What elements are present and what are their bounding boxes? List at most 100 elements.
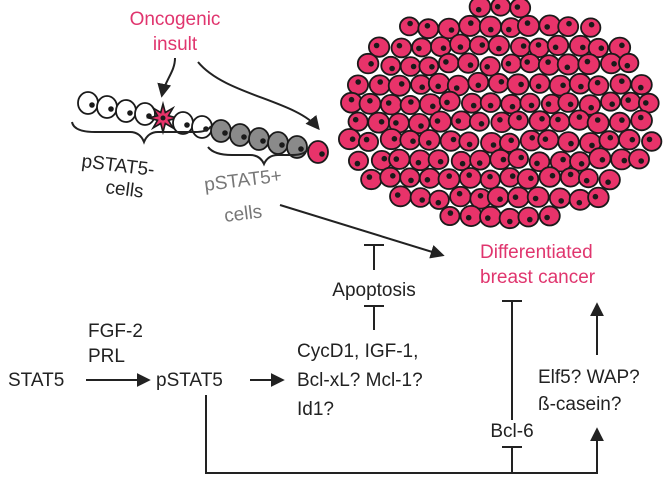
tumor-cell [568, 34, 592, 57]
tumor-cell [548, 187, 572, 209]
chain-cell [191, 115, 213, 139]
arrow-to-differentiated-cancer [279, 204, 445, 259]
chain-cell [307, 140, 329, 164]
tumor-cell [380, 55, 402, 76]
tumor-cell [417, 18, 440, 40]
tumor-cell [528, 151, 551, 173]
tumor-cell [587, 186, 610, 209]
tumor-cell [460, 92, 483, 114]
tumor-cell [568, 72, 592, 95]
target-genes-line1: CycD1, IGF-1, [297, 341, 418, 362]
tumor-cell [437, 17, 461, 40]
pstat5-neg-label-line1: pSTAT5- [80, 151, 155, 181]
marker-genes-line2: ß-casein? [538, 394, 621, 415]
pstat5-bottom-branch [205, 395, 604, 474]
tumor-cell [370, 149, 393, 171]
tumor-cell [379, 128, 403, 151]
tumor-cell [367, 36, 391, 58]
mammary-cell-chain [77, 91, 329, 164]
tumor-cell [457, 52, 480, 74]
tumor-cell [630, 74, 653, 96]
tumor-mass [337, 0, 663, 230]
differentiated-label-line2: breast cancer [480, 267, 596, 288]
tumor-cell [557, 131, 580, 153]
differentiated-label-line1: Differentiated [480, 242, 593, 263]
tumor-cell [517, 206, 540, 228]
tumor-cell [487, 72, 510, 94]
tumor-cell [478, 15, 502, 38]
tumor-cell [568, 109, 591, 131]
tumor-cell [450, 150, 472, 172]
tumor-cell [337, 128, 362, 151]
target-genes-line3: Id1? [297, 399, 334, 420]
stat5-label: STAT5 [8, 370, 64, 391]
tumor-cell [347, 111, 369, 132]
tumor-cell [641, 131, 663, 152]
tumor-cell [528, 110, 552, 132]
tumor-cell [506, 73, 530, 96]
tumor-cell [346, 74, 369, 96]
tumor-cell [388, 148, 411, 170]
tumor-cell [516, 168, 540, 190]
tumor-cell [618, 128, 641, 151]
tumor-cell [399, 95, 421, 116]
tumor-cell [578, 168, 599, 189]
tumor-cell [479, 92, 502, 113]
tumor-cell [389, 185, 412, 208]
chain-cell [172, 111, 194, 135]
tumor-cell [399, 167, 421, 188]
tumor-cell [577, 53, 601, 76]
insult-arrow-to-burst [157, 57, 176, 98]
tumor-cell [538, 166, 562, 188]
prl-label: PRL [88, 346, 125, 367]
tumor-cell [390, 37, 413, 59]
tumor-cell [586, 112, 610, 135]
tumor-cell [379, 93, 403, 116]
tumor-cell [507, 186, 530, 209]
tumor-cell [609, 73, 632, 95]
tumor-cell [507, 148, 530, 169]
bcl6-label: Bcl-6 [490, 421, 533, 442]
pstat5-pos-brace [207, 146, 309, 167]
tumor-cell [598, 130, 620, 151]
pstat5-label: pSTAT5 [156, 370, 223, 391]
tumor-cell [468, 0, 492, 18]
chain-cell [115, 99, 137, 123]
tumor-cell [479, 169, 501, 190]
tumor-cell [360, 168, 383, 191]
tumor-cell [428, 189, 450, 210]
tumor-cell [620, 91, 642, 112]
tumor-cell [479, 56, 501, 77]
burst-cell [145, 100, 181, 136]
tumor-cell [449, 33, 472, 55]
tumor-cell [450, 110, 473, 131]
tumor-cell [399, 129, 421, 151]
tumor-cell [537, 129, 560, 151]
tumor-cell [459, 204, 483, 227]
tumor-cell [467, 71, 490, 93]
tumor-cell [347, 150, 369, 171]
tumor-cell [458, 14, 482, 37]
tumor-cell [526, 186, 550, 208]
chain-cell [267, 131, 289, 155]
tumor-cell [580, 17, 602, 38]
tumor-cell [437, 168, 461, 190]
tumor-cell [628, 148, 650, 170]
tumor-cell [490, 0, 512, 17]
pstat5-pos-label-line1: pSTAT5+ [203, 166, 283, 196]
tumor-cell [528, 73, 551, 94]
tumor-cell [340, 91, 363, 114]
tumor-cell [411, 37, 433, 58]
insult-arrow-to-tumor-front [197, 61, 320, 131]
tumor-cell [449, 185, 472, 208]
tumor-cell [557, 92, 579, 113]
tumor-cell [428, 110, 452, 133]
tumor-cell [546, 34, 570, 57]
chain-cell [248, 127, 270, 151]
tumor-cell [587, 75, 610, 96]
tumor-cell [439, 205, 461, 226]
tumor-cell [559, 167, 582, 188]
tumor-cell [519, 53, 541, 74]
tumor-cell [439, 130, 463, 152]
tumor-cell [498, 132, 520, 153]
